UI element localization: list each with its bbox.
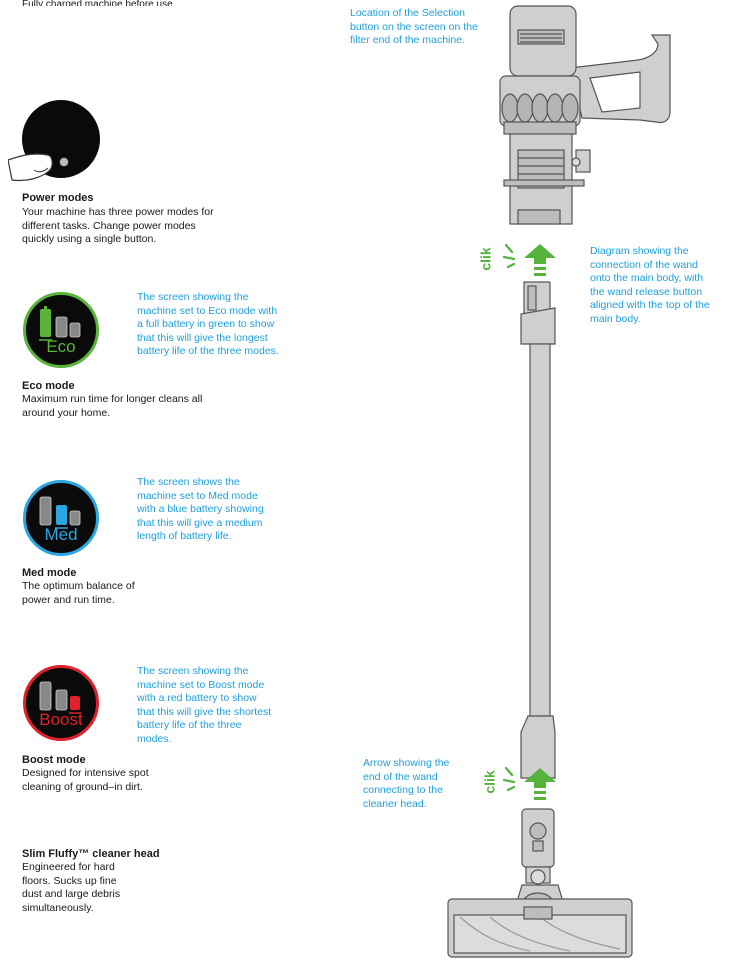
boost-mode-title: Boost mode: [22, 754, 86, 766]
clik-motion-lines-upper: [500, 240, 520, 270]
power-modes-title: Power modes: [22, 192, 94, 204]
eco-screen-label: Eco: [46, 337, 76, 356]
arrow-up-icon: [524, 244, 556, 280]
wand-connection-note: Diagram showing the connection of the wa…: [590, 245, 710, 325]
power-modes-body: Your machine has three power modes for d…: [22, 206, 214, 245]
boost-screen-label: Boost: [39, 710, 83, 729]
head-connection-note: Arrow showing the end of the wand connec…: [363, 757, 450, 810]
cleaner-head-illustration: [440, 805, 640, 960]
eco-mode-body: Maximum run time for longer cleans all a…: [22, 393, 203, 419]
clik-label-upper: clik: [477, 247, 494, 271]
eco-note: The screen showing the machine set to Ec…: [137, 291, 279, 357]
med-screen-label: Med: [44, 525, 78, 544]
arrow-up-icon: [524, 768, 556, 804]
battery-icons: [39, 496, 81, 529]
med-screen: Med: [23, 480, 99, 556]
cleaner-head-body: Engineered for hard floors. Sucks up fin…: [22, 861, 121, 914]
boost-screen: Boost: [23, 665, 99, 741]
wand-illustration: [515, 280, 565, 780]
battery-icons: [39, 306, 81, 341]
battery-icons: [39, 681, 81, 714]
boost-mode-body: Designed for intensive spot cleaning of …: [22, 767, 149, 793]
power-button-illustration: [7, 100, 108, 190]
clik-motion-lines-lower: [500, 763, 520, 793]
vacuum-main-body-illustration: [490, 0, 680, 230]
eco-screen: Eco: [23, 292, 99, 368]
boost-note: The screen showing the machine set to Bo…: [137, 665, 272, 745]
cleaner-head-title: Slim Fluffy™ cleaner head: [22, 848, 160, 860]
med-mode-body: The optimum balance of power and run tim…: [22, 580, 135, 606]
cut-off-heading: Fully charged machine before use: [22, 0, 173, 6]
med-mode-title: Med mode: [22, 567, 77, 579]
clik-label-lower: clik: [481, 770, 498, 794]
eco-mode-title: Eco mode: [22, 380, 75, 392]
selection-button-note: Location of the Selection button on the …: [350, 7, 478, 46]
med-note: The screen shows the machine set to Med …: [137, 476, 264, 542]
